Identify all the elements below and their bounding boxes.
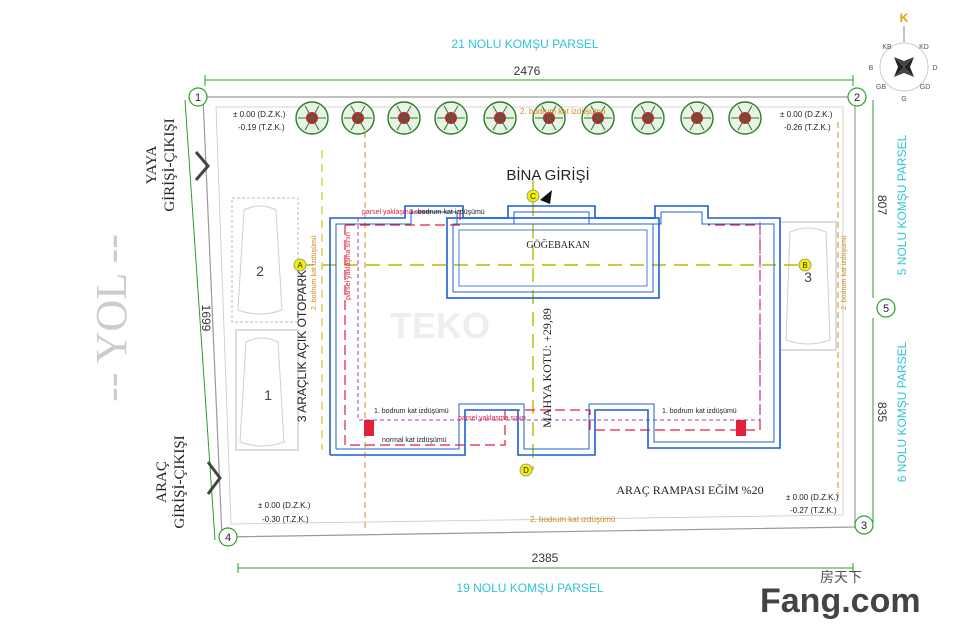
- dimension-lines: [184, 75, 874, 573]
- approach-label-left: parsel yaklaşma sınırı: [345, 232, 352, 300]
- entrance-arrow-icon: [540, 190, 552, 204]
- corner2-tzk: -0.26 (T.Z.K.): [784, 123, 831, 132]
- corner5-id: 5: [883, 303, 889, 315]
- south-neighbor-label: 19 NOLU KOMŞU PARSEL: [456, 581, 603, 595]
- corner3-dzk: ± 0.00 (D.Z.K.): [786, 493, 839, 502]
- approach-label-bottom: parsel yaklaşma sınırı: [458, 415, 526, 422]
- compass-kd: KD: [919, 44, 929, 51]
- watermark-text: TEKO: [390, 305, 490, 346]
- basement2-label-bottom: 2. bodrum kat izdüşümü: [530, 515, 615, 524]
- axis-marker-b: B: [802, 261, 807, 270]
- compass-gd: GD: [920, 84, 931, 91]
- corner1-tzk: -0.19 (T.Z.K.): [238, 123, 285, 132]
- basement2-label-right: 2. bodrum kat izdüşümü: [841, 235, 848, 310]
- compass: [879, 26, 929, 92]
- corner3-id: 3: [861, 520, 867, 532]
- tree-icon: [483, 101, 517, 135]
- tree-row: [295, 101, 762, 135]
- corner4-dzk: ± 0.00 (D.Z.K.): [258, 501, 311, 510]
- east-neighbor-lower-label: 6 NOLU KOMŞU PARSEL: [895, 341, 909, 482]
- parking-spot-3: 3: [804, 269, 812, 285]
- site-logo-cn: 房天下: [820, 569, 862, 585]
- open-parking-label: 3 ARAÇLIK AÇIK OTOPARK: [295, 270, 309, 422]
- compass-k: K: [900, 11, 909, 25]
- corner2-dzk: ± 0.00 (D.Z.K.): [780, 110, 833, 119]
- road-label: -- YOL --: [87, 234, 136, 402]
- ramp-label: ARAÇ RAMPASI EĞİM %20: [616, 483, 763, 497]
- parking-spot-1: 1: [264, 387, 272, 403]
- vehicle-entry-line2: GİRİŞİ-ÇIKIŞI: [172, 435, 188, 528]
- approach-label-top: parsel yaklaşma sınırı: [362, 209, 430, 216]
- entry-chevrons: [194, 151, 222, 495]
- axis-marker-c: C: [530, 192, 536, 201]
- site-logo: Fang.com: [760, 582, 921, 620]
- compass-d: D: [932, 65, 937, 72]
- vehicle-entry-line1: ARAÇ: [154, 461, 170, 503]
- tree-icon: [680, 101, 714, 135]
- corner4-tzk: -0.30 (T.Z.K.): [262, 515, 309, 524]
- stair-markers: [364, 420, 746, 436]
- tree-icon: [341, 101, 375, 135]
- tree-icon: [295, 101, 329, 135]
- building-entrance-label: BİNA GİRİŞİ: [506, 166, 589, 184]
- right-upper-dimension: 807: [875, 195, 889, 215]
- basement1-label-bl: 1. bodrum kat izdüşümü: [374, 408, 449, 415]
- basement2-label-top: 2. bodrum kat izdüşümü: [520, 107, 605, 116]
- corner2-id: 2: [854, 92, 860, 104]
- basement2-label-left: 2. bodrum kat izdüşümü: [311, 235, 318, 310]
- corner-markers: [188, 87, 896, 547]
- pedestrian-entry-line2: GİRİŞİ-ÇIKIŞI: [162, 118, 178, 211]
- compass-b: B: [869, 65, 874, 72]
- normal-floor-label: normal kat izdüşümü: [382, 437, 447, 444]
- building-walls: [329, 205, 781, 456]
- tree-icon: [532, 101, 566, 135]
- mahya-kotu-label: MAHYA KOTU: +29,89: [540, 308, 554, 428]
- top-dimension: 2476: [514, 64, 541, 78]
- corner1-id: 1: [195, 92, 201, 104]
- axis-marker-d: D: [523, 466, 529, 475]
- east-neighbor-upper-label: 5 NOLU KOMŞU PARSEL: [895, 134, 909, 275]
- corner1-dzk: ± 0.00 (D.Z.K.): [233, 110, 286, 119]
- tree-icon: [631, 101, 665, 135]
- basement1-label-br: 1. bodrum kat izdüşümü: [662, 408, 737, 415]
- basement1-label-top: 1. bodrum kat izdüşümü: [410, 209, 485, 216]
- basement1-trace: [357, 218, 761, 421]
- left-dimension: 1699: [199, 305, 213, 332]
- compass-g: G: [901, 96, 906, 103]
- parking-spot-2: 2: [256, 263, 264, 279]
- right-lower-dimension: 835: [875, 402, 889, 422]
- gogebakan-label: GÖĞEBAKAN: [526, 239, 589, 251]
- basement2-outline: [364, 122, 839, 530]
- tree-icon: [581, 101, 615, 135]
- axis-markers: [293, 189, 812, 477]
- axis-marker-a: A: [297, 261, 303, 270]
- north-neighbor-label: 21 NOLU KOMŞU PARSEL: [451, 37, 598, 51]
- corner3-tzk: -0.27 (T.Z.K.): [790, 506, 837, 515]
- tree-icon: [387, 101, 421, 135]
- compass-gb: GB: [876, 84, 886, 91]
- bottom-dimension: 2385: [532, 551, 559, 565]
- axis-lines: [300, 150, 805, 470]
- compass-kb: KB: [882, 44, 892, 51]
- corner4-id: 4: [225, 532, 231, 544]
- tree-icon: [728, 101, 762, 135]
- tree-icon: [434, 101, 468, 135]
- pedestrian-entry-line1: YAYA: [144, 146, 160, 185]
